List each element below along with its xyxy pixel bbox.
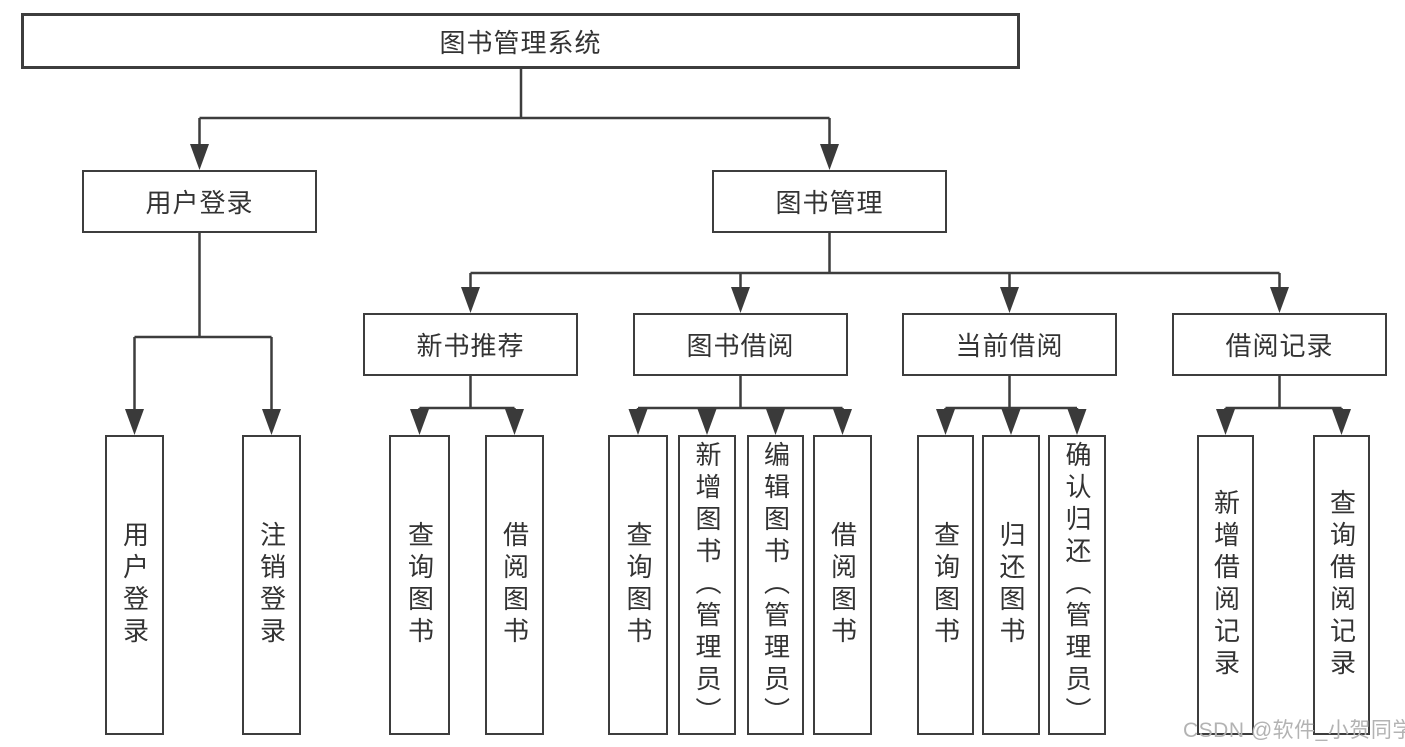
node-label: 查询图书	[623, 521, 653, 649]
node-library-management-system: 图书管理系统	[21, 13, 1020, 69]
node-label: 借阅图书	[499, 521, 530, 649]
node-user-login: 用户登录	[82, 170, 317, 233]
leaf-records-query-record: 查询借阅记录	[1313, 435, 1370, 735]
node-label: 图书借阅	[686, 331, 795, 361]
leaf-borrow-borrow-books: 借阅图书	[813, 435, 872, 735]
node-book-borrow: 图书借阅	[633, 313, 848, 376]
node-label: 归还图书	[996, 521, 1026, 649]
watermark: CSDN @软件_小贺同学	[1183, 719, 1405, 742]
leaf-newbook-query-books: 查询图书	[389, 435, 450, 735]
node-label: 注销登录	[256, 521, 287, 649]
node-label: 新增借阅记录	[1210, 489, 1241, 681]
leaf-user-login: 用户登录	[105, 435, 164, 735]
node-new-book-recommend: 新书推荐	[363, 313, 578, 376]
leaf-borrow-add-books-admin: 新增图书（管理员）	[678, 435, 736, 735]
node-label: 当前借阅	[955, 331, 1064, 361]
node-label: 借阅图书	[827, 521, 858, 649]
node-label: 图书管理系统	[439, 27, 602, 58]
arrowhead-icons	[125, 144, 1351, 435]
leaf-borrow-query-books: 查询图书	[608, 435, 668, 735]
leaf-logout: 注销登录	[242, 435, 301, 735]
leaf-newbook-borrow-books: 借阅图书	[485, 435, 544, 735]
node-label: 编辑图书（管理员）	[760, 441, 791, 729]
node-label: 查询借阅记录	[1326, 489, 1357, 681]
node-label: 图书管理	[775, 188, 884, 218]
connector-wires	[133, 69, 1343, 412]
node-label: 确认归还（管理员）	[1062, 441, 1092, 729]
leaf-current-query-books: 查询图书	[917, 435, 974, 735]
node-label: 新增图书（管理员）	[692, 441, 722, 729]
leaf-current-confirm-return-admin: 确认归还（管理员）	[1048, 435, 1106, 735]
node-label: 新书推荐	[416, 331, 525, 361]
node-label: 查询图书	[930, 521, 961, 649]
node-label: 用户登录	[119, 521, 150, 649]
node-borrow-records: 借阅记录	[1172, 313, 1387, 376]
leaf-current-return-books: 归还图书	[982, 435, 1040, 735]
node-label: 用户登录	[145, 188, 254, 218]
leaf-records-add-record: 新增借阅记录	[1197, 435, 1254, 735]
leaf-borrow-edit-books-admin: 编辑图书（管理员）	[747, 435, 804, 735]
node-label: 查询图书	[404, 521, 435, 649]
node-book-management: 图书管理	[712, 170, 947, 233]
node-label: 借阅记录	[1225, 331, 1334, 361]
node-current-borrow: 当前借阅	[902, 313, 1117, 376]
